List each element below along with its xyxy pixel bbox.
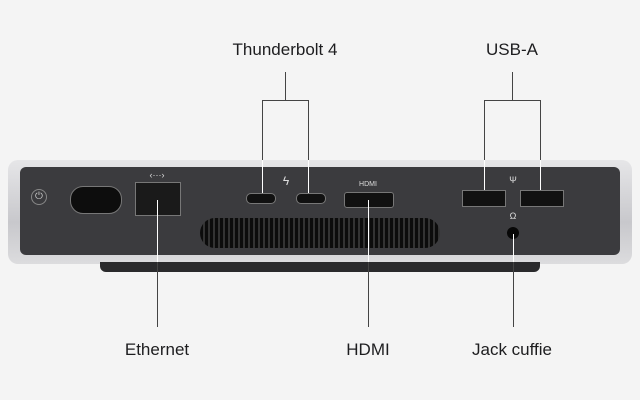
ethernet-label: Ethernet <box>124 340 190 359</box>
thunderbolt-line-b <box>308 160 309 195</box>
thunderbolt-leader <box>285 72 286 100</box>
usb-a-port-1 <box>462 190 506 207</box>
ethernet-leader <box>157 262 158 327</box>
thunderbolt-label: Thunderbolt 4 <box>232 40 338 59</box>
jack-line <box>513 234 514 262</box>
usb-bracket-left <box>484 100 485 160</box>
usb-a-port-2 <box>520 190 564 207</box>
headphone-jack <box>507 227 519 239</box>
hdmi-leader <box>368 262 369 327</box>
hdmi-line <box>368 200 369 262</box>
usb-line-a <box>484 160 485 198</box>
usb-bracket-right <box>540 100 541 160</box>
thunderbolt-bracket <box>262 100 309 101</box>
thunderbolt-icon: ϟ <box>282 174 290 188</box>
usb-leader <box>512 72 513 100</box>
thunderbolt-bracket-right <box>308 100 309 160</box>
thunderbolt-bracket-left <box>262 100 263 160</box>
mac-mini-foot <box>100 262 540 272</box>
ethernet-icon: ‹···› <box>149 170 165 180</box>
thunderbolt-port-2 <box>296 193 326 204</box>
power-socket <box>70 186 122 214</box>
hdmi-label: HDMI <box>346 340 390 359</box>
power-button[interactable]: ⏻ <box>31 189 47 205</box>
jack-label: Jack cuffie <box>471 340 553 359</box>
usb-line-b <box>540 160 541 198</box>
jack-leader <box>513 262 514 327</box>
hdmi-mark: HDMI <box>359 181 377 188</box>
thunderbolt-port-1 <box>246 193 276 204</box>
usb-icon: Ψ <box>509 175 517 185</box>
headphone-icon: Ω <box>509 211 517 221</box>
ventilation-grille <box>200 218 440 248</box>
hdmi-port <box>344 192 394 208</box>
usb-bracket <box>484 100 541 101</box>
thunderbolt-line-a <box>262 160 263 195</box>
ethernet-line <box>157 200 158 262</box>
usb-a-label: USB-A <box>486 40 538 59</box>
ethernet-port <box>135 182 181 216</box>
